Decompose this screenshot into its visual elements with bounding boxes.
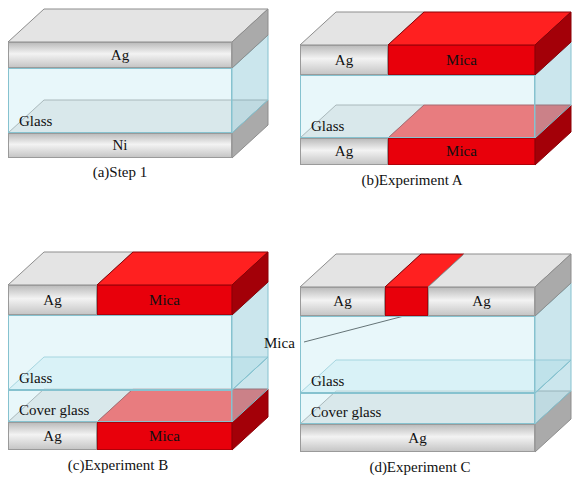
layer-label: Ni — [113, 137, 128, 154]
layer-label: Cover glass — [19, 402, 89, 419]
layer-label: Ag — [408, 430, 426, 447]
ag-layer: Ag — [8, 422, 97, 450]
side-face — [535, 12, 571, 75]
glass-layer: Glass — [8, 68, 232, 133]
layer-label: Mica — [446, 52, 477, 69]
top-face — [300, 391, 571, 424]
layer-label: Glass — [311, 373, 344, 390]
glass-layer: Glass — [300, 316, 535, 393]
side-face — [232, 9, 268, 68]
figure-caption: (d)Experiment C — [369, 459, 470, 476]
layer-label: Ag — [335, 143, 353, 160]
layer-label: Ag — [43, 292, 61, 309]
mica-layer: Mica — [97, 422, 232, 450]
glass-layer: Cover glass — [8, 390, 232, 422]
layer-label: Mica — [149, 428, 180, 445]
layer-label: Mica — [446, 143, 477, 160]
mica-layer: Mica — [388, 45, 535, 75]
layer-label: Cover glass — [311, 404, 381, 421]
figure-caption: (c)Experiment B — [68, 457, 168, 474]
ag-layer: Ni — [8, 133, 232, 158]
figure-caption: (b)Experiment A — [361, 172, 462, 189]
mica-layer: Mica — [385, 287, 428, 316]
ag-layer: Ag — [300, 424, 535, 452]
mica-layer: Mica — [97, 285, 232, 315]
figure-caption: (a)Step 1 — [93, 164, 148, 181]
ag-layer: Ag — [8, 42, 232, 68]
glass-layer: Cover glass — [300, 393, 535, 424]
top-face — [300, 42, 571, 75]
top-face — [8, 282, 268, 315]
layer-label: Mica — [264, 335, 295, 352]
layer-label: Glass — [19, 113, 52, 130]
side-face — [232, 252, 268, 315]
layer-label: Ag — [472, 293, 490, 310]
layer-label: Ag — [111, 47, 129, 64]
top-face — [8, 9, 268, 42]
layer-label: Ag — [43, 428, 61, 445]
glass-layer: Glass — [8, 315, 232, 390]
layer-label: Ag — [335, 52, 353, 69]
ag-layer: Ag — [300, 45, 388, 75]
side-face — [535, 254, 571, 316]
ag-layer: Ag — [428, 287, 535, 316]
top-face — [300, 283, 571, 316]
ag-layer: Ag — [300, 138, 388, 165]
mica-layer: Mica — [388, 138, 535, 165]
layer-label: Glass — [311, 118, 344, 135]
glass-layer: Glass — [300, 75, 535, 138]
layer-label: Mica — [149, 292, 180, 309]
layer-label: Ag — [333, 293, 351, 310]
ag-layer: Ag — [300, 287, 385, 316]
ag-layer: Ag — [8, 285, 97, 315]
layer-label: Glass — [19, 370, 52, 387]
